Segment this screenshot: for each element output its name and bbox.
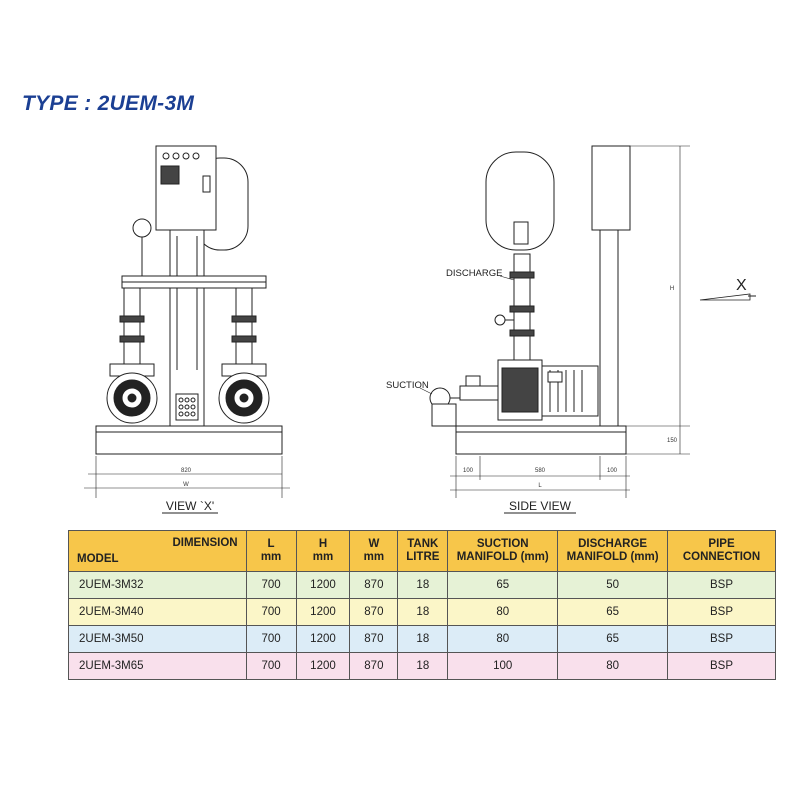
- w-cell: 870: [349, 571, 399, 599]
- discharge-label: DISCHARGE: [446, 268, 502, 279]
- header-tank-unit: LITRE: [406, 551, 440, 563]
- suction-cell: 80: [447, 598, 559, 626]
- header-dimension: DIMENSION: [172, 537, 238, 549]
- side-view-drawing: H 150 100 580 100 L DISCHARGE SUCTION SI…: [386, 145, 756, 514]
- dim-150: 150: [667, 438, 678, 444]
- discharge-cell: 80: [557, 652, 669, 680]
- suction-cell: 65: [447, 571, 559, 599]
- discharge-cell: 65: [557, 625, 669, 653]
- page-title: TYPE : 2UEM-3M: [22, 92, 195, 115]
- tank-cell: 18: [397, 625, 449, 653]
- h-cell: 1200: [295, 571, 351, 599]
- l-cell: 700: [245, 652, 297, 680]
- model-cell: 2UEM-3M50: [68, 625, 247, 653]
- w-cell: 870: [349, 625, 399, 653]
- dim-100-b: 100: [607, 468, 618, 474]
- header-w-unit: mm: [363, 551, 385, 563]
- dim-820: 820: [181, 468, 192, 474]
- table-row: 2UEM-3M50 700 1200 870 18 80 65 BSP: [68, 625, 776, 653]
- header-discharge-label: DISCHARGE: [578, 538, 648, 550]
- view-x-label: VIEW `X': [166, 499, 214, 513]
- side-column: [599, 229, 619, 427]
- l-cell: 700: [245, 625, 297, 653]
- h-cell: 1200: [295, 652, 351, 680]
- h-cell: 1200: [295, 625, 351, 653]
- model-cell: 2UEM-3M32: [68, 571, 247, 599]
- dim-l: L: [538, 483, 542, 489]
- header-discharge-unit: MANIFOLD (mm): [566, 551, 659, 563]
- w-cell: 870: [349, 652, 399, 680]
- table-row: 2UEM-3M65 700 1200 870 18 100 80 BSP: [68, 652, 776, 680]
- discharge-cell: 65: [557, 598, 669, 626]
- pipe-cell: BSP: [667, 625, 776, 653]
- table-row: 2UEM-3M40 700 1200 870 18 80 65 BSP: [68, 598, 776, 626]
- dim-580: 580: [535, 468, 546, 474]
- table-row: 2UEM-3M32 700 1200 870 18 65 50 BSP: [68, 571, 776, 599]
- control-panel: [155, 145, 217, 231]
- header-h-label: H: [318, 538, 328, 550]
- l-cell: 700: [245, 571, 297, 599]
- dim-h: H: [670, 286, 674, 292]
- tank-cell: 18: [397, 598, 449, 626]
- pressure-gauge: [132, 218, 152, 238]
- dim-w: W: [183, 482, 189, 488]
- suction-label: SUCTION: [386, 380, 429, 391]
- discharge-cell: 50: [557, 571, 669, 599]
- pipe-cell: BSP: [667, 571, 776, 599]
- x-direction-label: X: [736, 277, 747, 294]
- side-pressure-tank: [485, 151, 555, 251]
- h-cell: 1200: [295, 598, 351, 626]
- header-dimension-model: DIMENSION MODEL: [68, 530, 247, 572]
- header-suction-unit: MANIFOLD (mm): [456, 551, 549, 563]
- suction-cell: 80: [447, 625, 559, 653]
- l-cell: 700: [245, 598, 297, 626]
- side-view-label: SIDE VIEW: [509, 499, 572, 513]
- header-w-label: W: [368, 538, 380, 550]
- header-tank-label: TANK: [407, 538, 439, 550]
- model-cell: 2UEM-3M40: [68, 598, 247, 626]
- header-pipe-label: PIPE: [708, 538, 735, 550]
- tank-cell: 18: [397, 571, 449, 599]
- support-column: [169, 229, 205, 427]
- header-l-unit: mm: [260, 551, 282, 563]
- base-frame: [95, 425, 283, 455]
- side-control-panel: [591, 145, 631, 231]
- header-model: MODEL: [77, 553, 119, 565]
- front-view-drawing: 820 W VIEW `X': [84, 145, 290, 514]
- pipe-cell: BSP: [667, 652, 776, 680]
- dim-100-a: 100: [463, 468, 474, 474]
- pipe-cell: BSP: [667, 598, 776, 626]
- w-cell: 870: [349, 598, 399, 626]
- header-l-label: L: [267, 538, 275, 550]
- tank-cell: 18: [397, 652, 449, 680]
- technical-drawing: 820 W VIEW `X': [84, 145, 756, 514]
- side-base-frame: [455, 425, 627, 455]
- controller-display: [160, 165, 180, 185]
- header-pipe-unit: CONNECTION: [682, 551, 761, 563]
- model-cell: 2UEM-3M65: [68, 652, 247, 680]
- header-suction-label: SUCTION: [476, 538, 529, 550]
- suction-cell: 100: [447, 652, 559, 680]
- header-h-unit: mm: [312, 551, 334, 563]
